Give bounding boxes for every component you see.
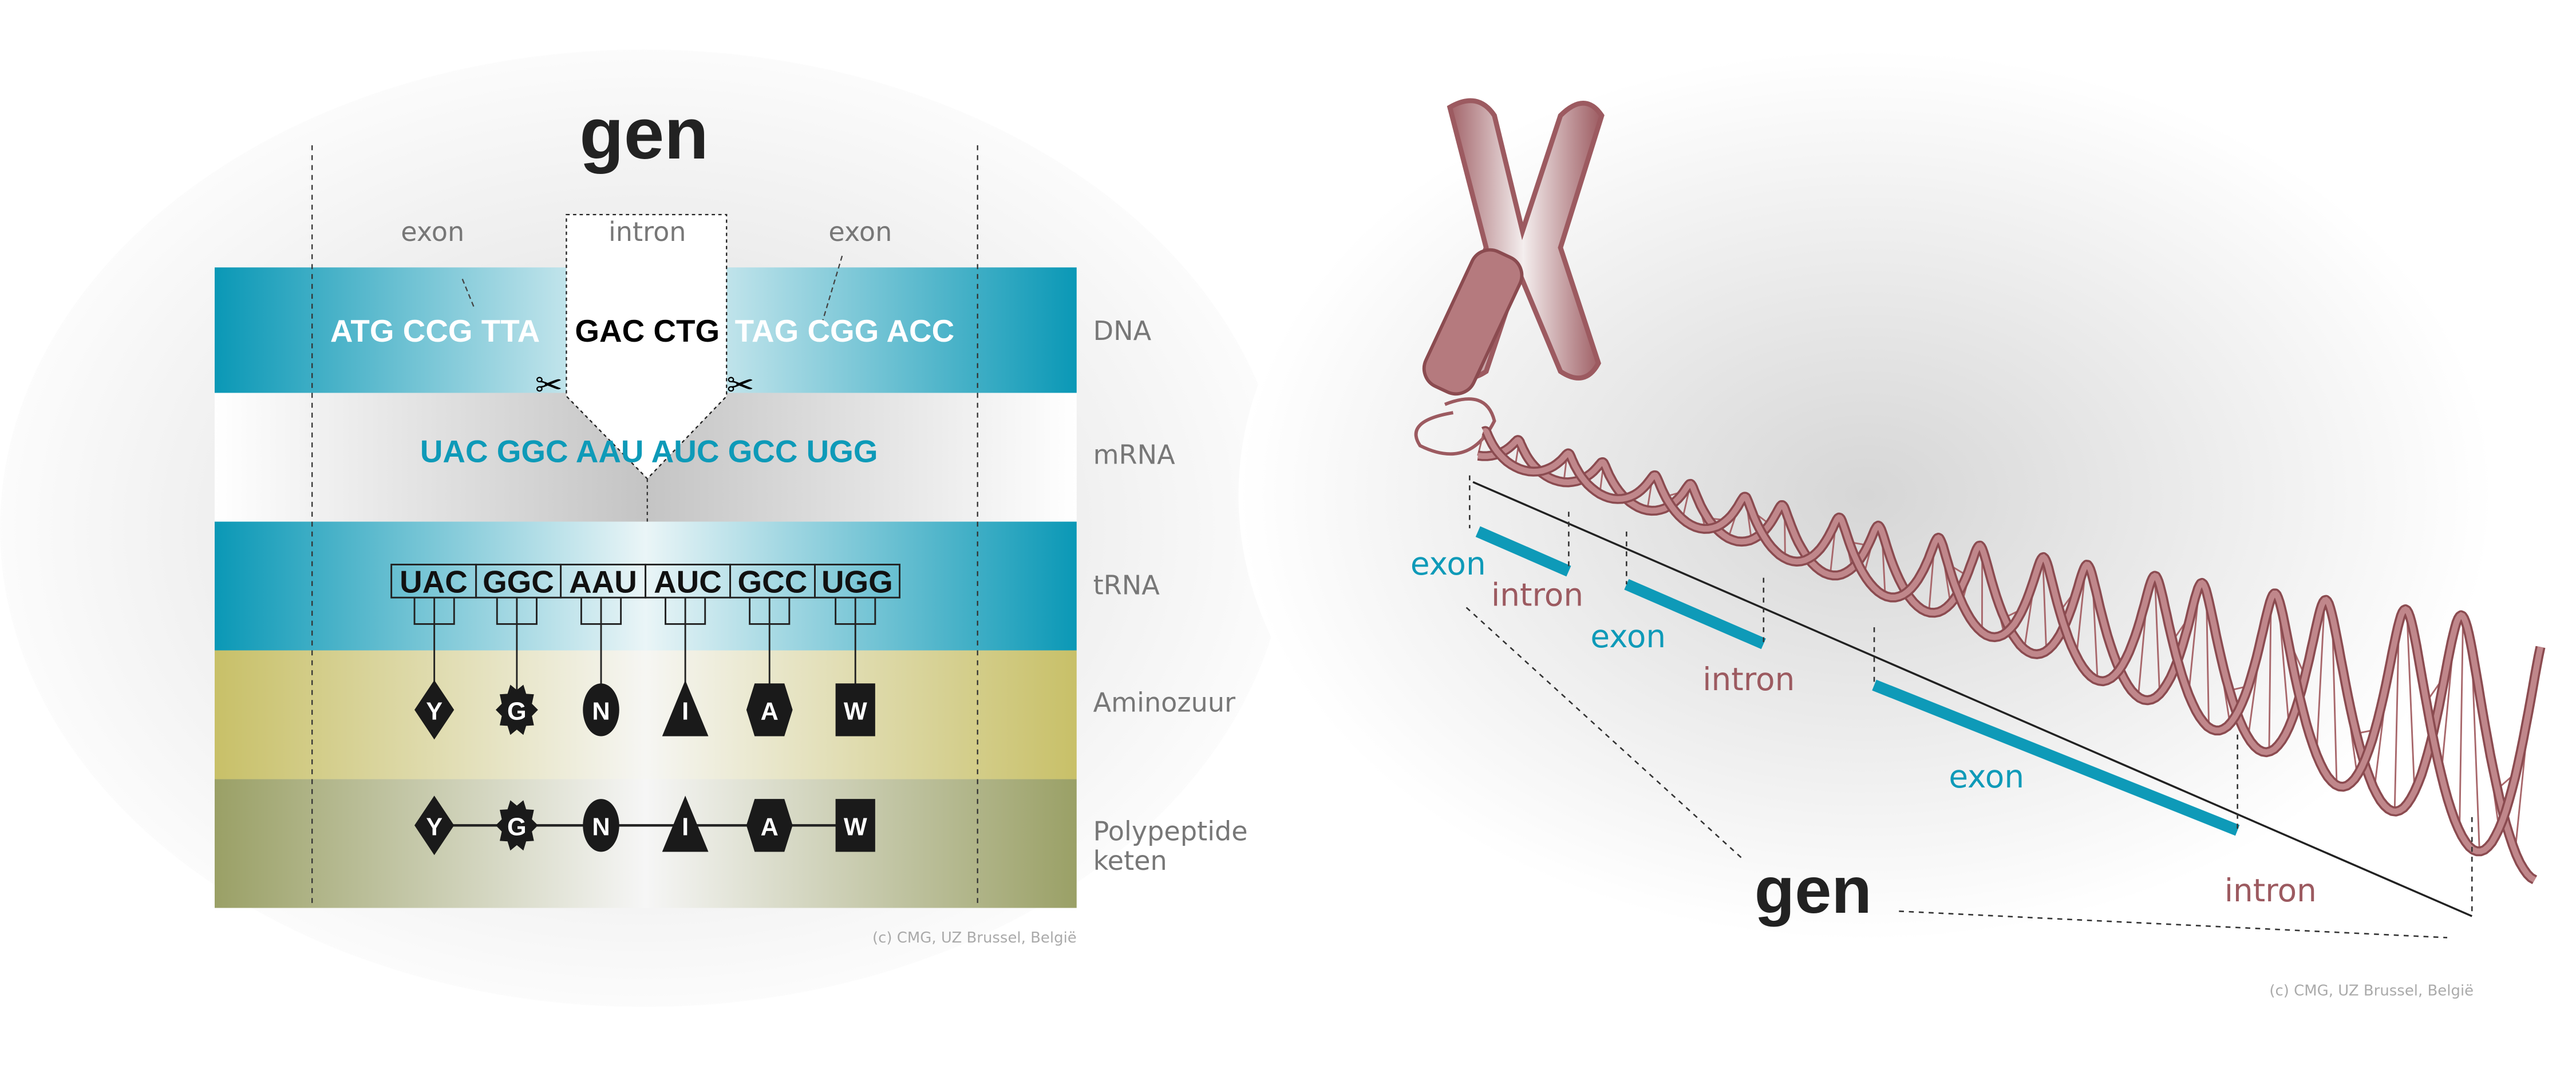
right-label-exon-1: exon — [1411, 545, 1486, 582]
copyright-left: (c) CMG, UZ Brussel, België — [872, 929, 1077, 947]
right-gene-title: gen — [1755, 854, 1872, 927]
right-label-intron-1: intron — [1491, 577, 1583, 613]
right-label-exon-3: exon — [1949, 758, 2024, 795]
base-pair — [2042, 557, 2048, 651]
amino-acid-letter: N — [592, 698, 610, 726]
trna-codon: GGC — [483, 564, 554, 600]
right-label-intron-2: intron — [1702, 661, 1795, 698]
hexagon-icon — [746, 799, 793, 852]
square-icon — [835, 799, 875, 852]
trna-codon: UAC — [400, 564, 468, 600]
exon-segment-2 — [1624, 579, 1766, 650]
label-exon-1: exon — [401, 216, 464, 247]
right-background — [1238, 49, 2494, 941]
polypeptide-letter: W — [844, 814, 867, 841]
row-label-dna: DNA — [1093, 315, 1152, 346]
diamond-icon — [414, 680, 455, 740]
gene-title: gen — [579, 93, 709, 174]
exon-segment-3 — [1872, 679, 2240, 836]
triangle-icon — [662, 795, 709, 852]
row-label-aminozuur: Aminozuur — [1093, 687, 1236, 718]
polypeptide-letter: N — [592, 814, 610, 841]
star-icon — [495, 800, 538, 851]
right-label-intron-3: intron — [2225, 872, 2317, 909]
base-pair — [2459, 616, 2464, 832]
trna-codon: GCC — [738, 564, 808, 600]
triangle-icon — [662, 680, 709, 737]
trna-codon: AUC — [654, 564, 722, 600]
exon-segment-1 — [1475, 526, 1571, 577]
scissors-icon: ✂ — [535, 365, 563, 404]
diamond-icon — [414, 795, 455, 856]
aminozuur-band — [215, 650, 1077, 779]
dna-strand-loop — [1414, 397, 1496, 456]
amino-acid-letter: Y — [426, 698, 442, 726]
trna-codon: AAU — [569, 564, 637, 600]
dna-exon-1: ATG CCG TTA — [330, 313, 540, 349]
codon-box — [814, 564, 900, 599]
polypeptide-letter: A — [761, 814, 779, 841]
amino-acid-letter: W — [844, 698, 867, 726]
exon-pointer-right — [821, 255, 843, 322]
star-icon — [495, 684, 538, 735]
label-intron: intron — [609, 216, 686, 247]
dna-intron: GAC CTG — [575, 313, 720, 349]
base-pair — [2316, 600, 2326, 755]
circle-icon — [583, 799, 619, 852]
polypeptide-band — [215, 779, 1077, 908]
helix-strand-fill — [1477, 437, 2537, 882]
dna-double-helix — [1477, 426, 2546, 885]
amino-acid-letter: I — [682, 698, 689, 726]
trna-codon: UGG — [821, 564, 893, 600]
circle-icon — [583, 683, 619, 737]
gene-axis — [1472, 481, 2472, 917]
right-label-exon-2: exon — [1590, 618, 1666, 655]
square-icon — [835, 683, 875, 737]
copyright-right: (c) CMG, UZ Brussel, België — [2269, 982, 2474, 999]
polypeptide-letter: Y — [426, 814, 442, 841]
label-exon-2: exon — [828, 216, 892, 247]
boundary-ticks — [1465, 475, 2473, 939]
base-pair — [2406, 610, 2416, 792]
base-pair — [2154, 575, 2161, 694]
trna-codons: UAC GGC AAU AUC GCC UGG — [390, 564, 900, 690]
polypeptide-letter: G — [507, 814, 527, 841]
amino-acid-letter: G — [507, 698, 527, 726]
mrna-sequence: UAC GGC AAU AUC GCC UGG — [420, 434, 878, 469]
scissors-icon: ✂ — [726, 365, 754, 404]
base-pair — [2268, 599, 2272, 752]
chromosome-x — [1422, 98, 1605, 396]
dna-exon-2: TAG CGG ACC — [735, 313, 955, 349]
row-label-mrna: mRNA — [1093, 440, 1176, 470]
intron-box — [566, 213, 728, 480]
amino-acid-letter: A — [761, 698, 779, 726]
hexagon-icon — [746, 683, 793, 737]
row-label-polypeptide: Polypeptide — [1093, 815, 1248, 846]
base-pair — [2393, 623, 2400, 812]
helix-strand-fill — [1482, 427, 2543, 854]
row-label-keten: keten — [1093, 845, 1167, 876]
polypeptide-letter: I — [682, 814, 689, 841]
row-label-trna: tRNA — [1093, 569, 1160, 600]
exon-pointer-left — [461, 279, 475, 307]
